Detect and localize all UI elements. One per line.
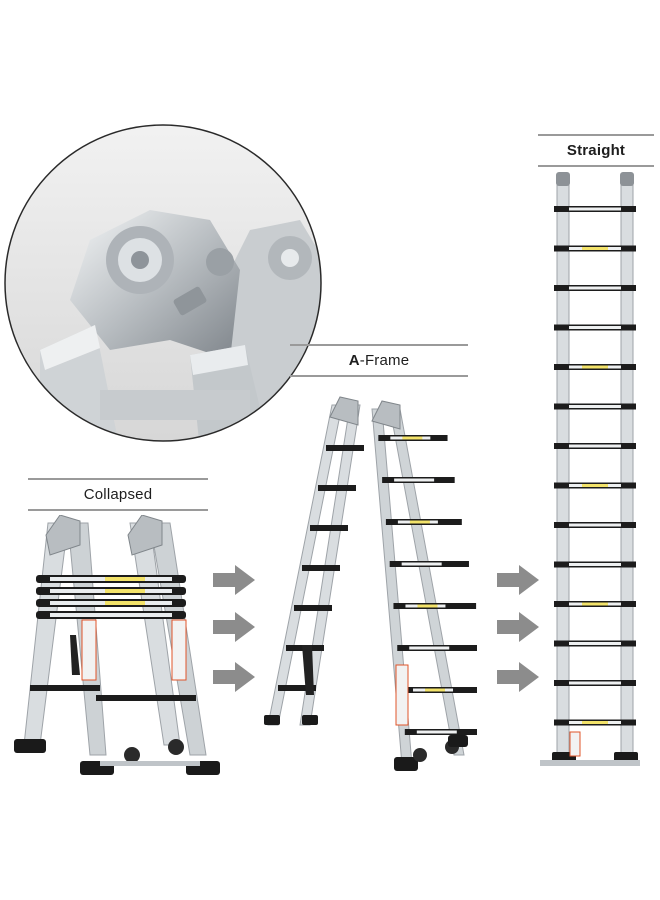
- collapsed-label: Collapsed: [28, 478, 208, 511]
- label-rule-top: [290, 344, 468, 346]
- aframe-label-text: A-Frame: [348, 352, 410, 369]
- label-rule-top: [28, 478, 208, 480]
- aframe-label: A-Frame: [290, 344, 468, 377]
- collapsed-label-text: Collapsed: [83, 486, 153, 503]
- aframe-ladder-image: [264, 396, 477, 771]
- arrow-right-icon: [213, 612, 255, 642]
- straight-ladder-image: [540, 172, 640, 766]
- label-rule-bottom: [28, 509, 208, 511]
- straight-label-text: Straight: [566, 142, 626, 159]
- hinge-closeup-image: [4, 124, 322, 442]
- arrow-right-icon: [213, 662, 255, 692]
- label-rule-top: [538, 134, 654, 136]
- arrow-right-icon: [497, 662, 539, 692]
- straight-label: Straight: [538, 134, 654, 167]
- arrow-right-icon: [497, 565, 539, 595]
- label-rule-bottom: [290, 375, 468, 377]
- arrow-right-icon: [213, 565, 255, 595]
- arrow-right-icon: [497, 612, 539, 642]
- label-rule-bottom: [538, 165, 654, 167]
- collapsed-ladder-image: [14, 515, 220, 775]
